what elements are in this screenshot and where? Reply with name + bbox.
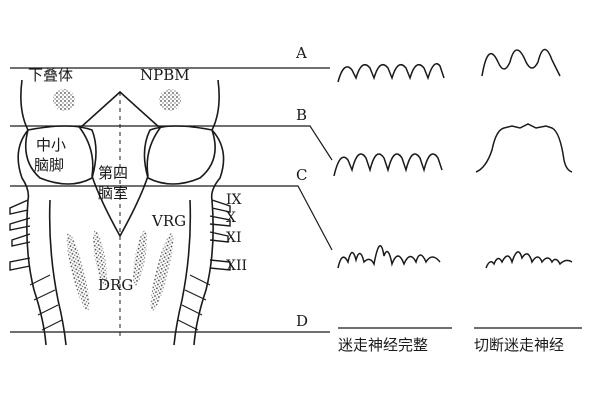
left-peduncle-lobe	[24, 125, 97, 185]
trace-intact-a	[337, 63, 445, 83]
label-npbm: NPBM	[140, 66, 190, 84]
connector-c	[285, 185, 333, 251]
label-peduncle-line1: 中小	[36, 136, 66, 154]
trace-cut-a	[481, 48, 561, 77]
trace-intact-b	[333, 153, 443, 177]
label-section-d: D	[296, 312, 308, 330]
brainstem-outline	[17, 79, 225, 346]
label-section-b: B	[296, 106, 307, 124]
trace-cut-c	[485, 251, 573, 269]
nerve-roots	[9, 199, 231, 271]
label-inferior-colliculus: 下叠体	[28, 66, 73, 84]
label-nerve-xi: XI	[226, 230, 242, 246]
trace-intact-c	[337, 245, 441, 269]
caption-intact: 迷走神经完整	[338, 336, 428, 354]
traces-intact	[333, 63, 445, 269]
label-section-a: A	[295, 44, 307, 62]
label-nerve-ix: IX	[226, 192, 242, 208]
stem-hatching	[29, 274, 211, 331]
trace-cut-b	[475, 123, 573, 173]
traces-cut	[475, 48, 573, 269]
label-section-c: C	[296, 166, 307, 184]
label-drg: DRG	[98, 276, 133, 294]
label-ventricle-line2: 脑室	[98, 184, 128, 202]
label-nerve-xii: XII	[226, 258, 247, 274]
label-peduncle-line2: 脑脚	[34, 156, 64, 174]
connector-b	[300, 125, 333, 161]
stippled-nuclei	[53, 89, 181, 311]
caption-cut: 切断迷走神经	[474, 336, 564, 354]
label-nerve-x: X	[226, 210, 236, 226]
label-ventricle-line1: 第四	[98, 164, 128, 182]
label-vrg: VRG	[151, 212, 186, 230]
